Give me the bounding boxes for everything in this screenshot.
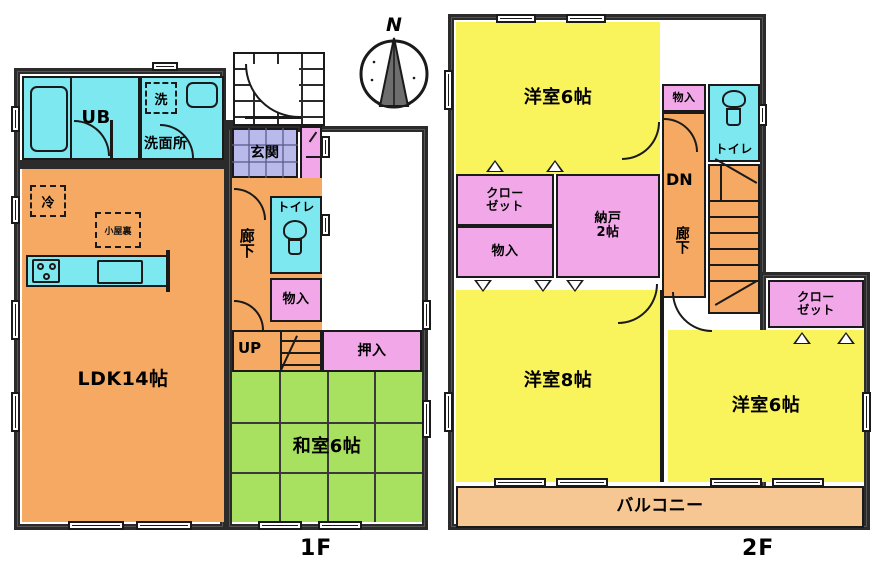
window-bath-left xyxy=(11,106,20,132)
window-ldk-left-b xyxy=(11,300,20,340)
bed8-chevron-b xyxy=(534,280,552,292)
window-hall-right-1f xyxy=(422,300,431,330)
window-bed6a-left xyxy=(444,70,453,110)
window-washitsu-bottom-b xyxy=(318,521,362,530)
stairs-2f xyxy=(708,158,760,314)
closet-monoire-2f-b: 物入 xyxy=(662,84,706,112)
room-label-balcony: バルコニー xyxy=(616,496,704,517)
toilet-bowl-icon-1f xyxy=(283,220,307,240)
floor-caption-1f: 1F xyxy=(300,536,333,561)
closet-oshiire-1f: 押入 xyxy=(322,330,422,372)
closet-b-chevron-right xyxy=(837,332,855,344)
window-balcony-c xyxy=(710,478,762,487)
window-toilet-2f xyxy=(758,104,767,126)
window-bed6b-right xyxy=(862,392,871,432)
room-label-bedroom-6b: 洋室6帖 xyxy=(731,394,801,416)
vanity-sink-icon xyxy=(186,82,218,108)
stair-label-dn: DN xyxy=(666,170,693,189)
window-ldk-left-a xyxy=(11,196,20,224)
closet-2f-b: クロー ゼット xyxy=(768,280,864,328)
closet-monoire-2f-a: 物入 xyxy=(456,226,554,278)
window-bed8-left xyxy=(444,392,453,432)
bed8-chevron-c xyxy=(566,280,584,292)
kitchen-sink-icon xyxy=(97,260,143,284)
window-bed6a-top-b xyxy=(566,14,606,23)
room-nando: 納戸 2帖 xyxy=(556,174,660,278)
window-washitsu-right xyxy=(422,400,431,438)
window-bed6a-top-a xyxy=(496,14,536,23)
window-washitsu-bottom-a xyxy=(258,521,302,530)
window-balcony-b xyxy=(556,478,608,487)
room-label-bedroom-8: 洋室8帖 xyxy=(523,369,593,391)
stair-label-up: UP xyxy=(238,339,262,357)
closet-monoire-1f: 物入 xyxy=(270,278,322,322)
room-washitsu: 和室6帖 xyxy=(232,372,422,522)
toilet-tank-icon-1f xyxy=(288,239,302,255)
shoe-cabinet xyxy=(300,126,322,182)
toilet-bowl-icon-2f xyxy=(722,90,746,108)
window-entrance-right xyxy=(321,136,330,158)
refrigerator-icon: 冷 xyxy=(30,185,66,217)
window-ldk-left-c xyxy=(11,392,20,432)
stairs-1f xyxy=(232,330,322,372)
window-ldk-bottom-a xyxy=(68,521,124,530)
room-balcony: バルコニー xyxy=(456,486,864,528)
closet-label-monoire-1f: 物入 xyxy=(282,292,310,308)
closet-label-monoire-2f-a: 物入 xyxy=(491,244,519,260)
room-label-ub: UB xyxy=(81,106,111,128)
compass-north-label: N xyxy=(386,14,402,36)
porch-hatch xyxy=(233,52,325,126)
window-ldk-bottom-b xyxy=(136,521,192,530)
closet-label-2f-b: クロー ゼット xyxy=(797,290,835,317)
bathtub-icon xyxy=(30,86,68,152)
hall-label-2f: 廊下 xyxy=(673,226,690,254)
closet-b-chevron-left xyxy=(793,332,811,344)
closet-label-2f-a: クロー ゼット xyxy=(486,186,524,213)
window-washroom-top xyxy=(152,62,178,71)
window-balcony-a xyxy=(494,478,546,487)
room-entrance: 玄関 xyxy=(232,128,298,178)
room-label-washitsu: 和室6帖 xyxy=(292,435,362,457)
attic-storage-marker: 小屋裏 xyxy=(95,212,141,248)
washing-machine-icon: 洗 xyxy=(145,82,177,114)
closet-a-chevron-right xyxy=(546,160,564,172)
room-label-toilet-2f: トイレ xyxy=(715,142,753,157)
compass-rose: N xyxy=(352,14,436,110)
hall-label-1f: 廊下 xyxy=(237,228,256,258)
room-bedroom-6b: 洋室6帖 xyxy=(668,330,864,482)
closet-label-oshiire: 押入 xyxy=(357,342,387,359)
room-label-toilet-1f: トイレ xyxy=(277,200,315,214)
room-label-entrance: 玄関 xyxy=(250,144,280,161)
room-label-bedroom-6a: 洋室6帖 xyxy=(523,86,593,108)
room-label-nando: 納戸 2帖 xyxy=(594,211,622,240)
toilet-tank-icon-2f xyxy=(726,108,741,126)
room-label-ldk: LDK14帖 xyxy=(77,367,169,390)
window-toilet-1f xyxy=(321,214,330,236)
closet-label-monoire-2f-b: 物入 xyxy=(672,91,696,105)
bed8-chevron-a xyxy=(474,280,492,292)
window-balcony-d xyxy=(772,478,824,487)
closet-a-chevron-left xyxy=(486,160,504,172)
closet-2f-a: クロー ゼット xyxy=(456,174,554,226)
compass-icon xyxy=(359,37,429,109)
floor-caption-2f: 2F xyxy=(742,536,775,561)
